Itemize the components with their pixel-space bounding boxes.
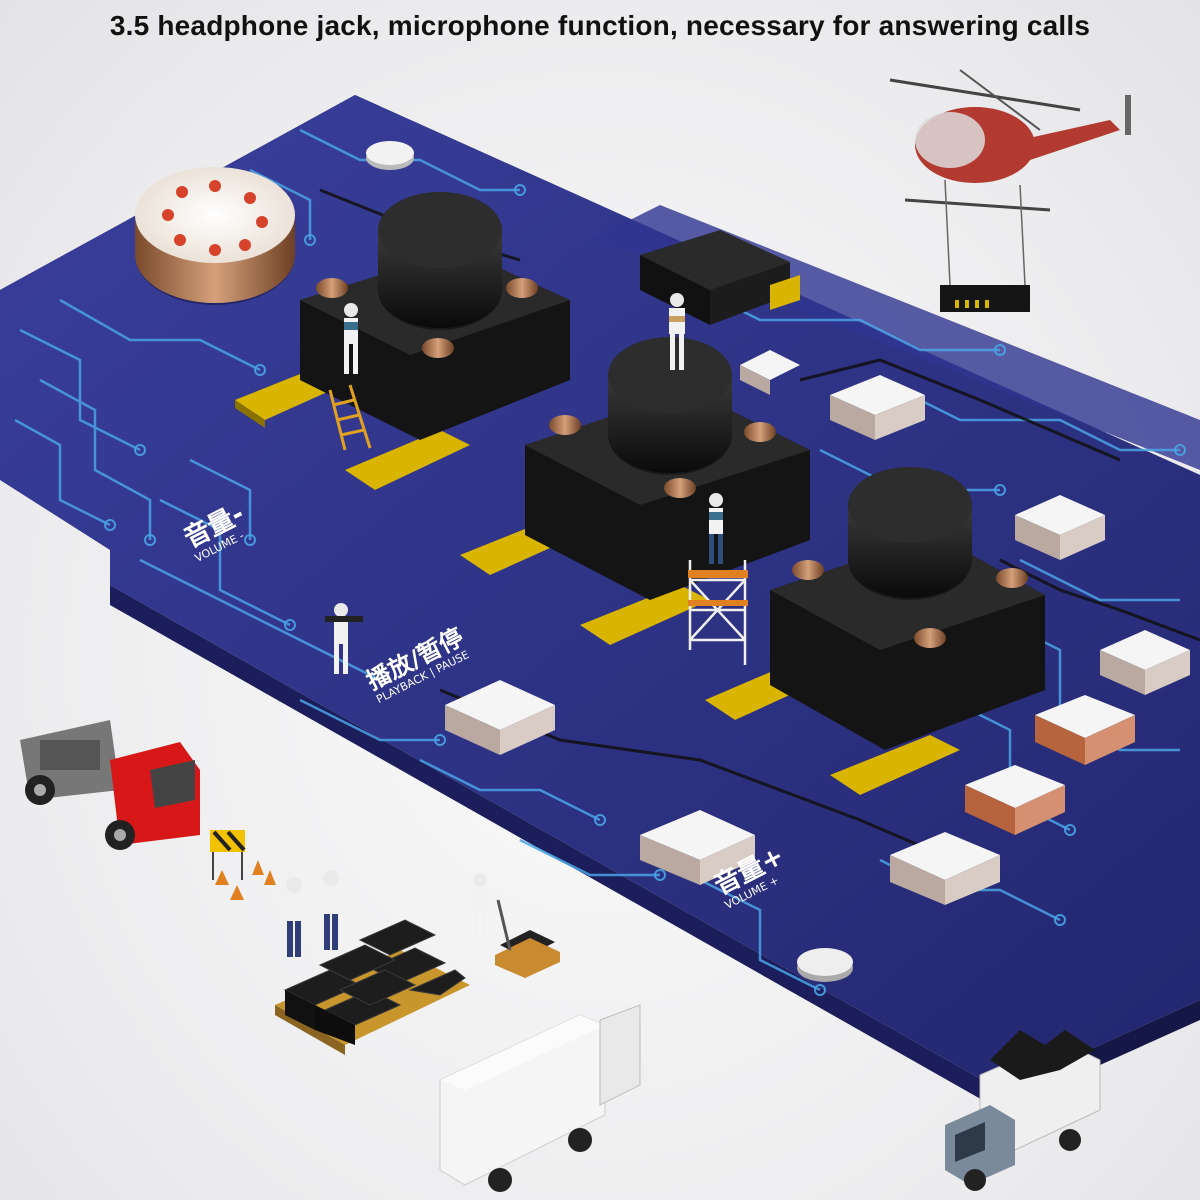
worker-icon bbox=[285, 877, 303, 957]
worker-icon bbox=[344, 303, 358, 374]
truck-icon bbox=[20, 720, 200, 850]
truck-icon bbox=[945, 1030, 1101, 1191]
headline: 3.5 headphone jack, microphone function,… bbox=[109, 10, 1091, 41]
tactile-switch-volume-plus bbox=[705, 467, 1045, 795]
helicopter-icon bbox=[889, 69, 1131, 312]
stacked-blocks bbox=[275, 919, 470, 1055]
worker-icon bbox=[472, 873, 488, 938]
white-disc-component bbox=[797, 948, 853, 982]
worker-icon bbox=[669, 293, 685, 370]
scaffold bbox=[688, 560, 748, 665]
trace-vias bbox=[104, 184, 1186, 996]
circuit-traces bbox=[14, 128, 1180, 992]
worker-icon bbox=[325, 603, 363, 674]
tactile-switch-volume-minus bbox=[235, 192, 570, 490]
ladder bbox=[328, 384, 372, 451]
truck-icon bbox=[439, 1004, 641, 1192]
white-disc-component bbox=[366, 141, 414, 170]
road-sign bbox=[210, 830, 276, 900]
worker-icon bbox=[709, 493, 723, 564]
smd-components bbox=[445, 350, 1190, 905]
tactile-switch-playback bbox=[460, 337, 810, 645]
pallet-jack bbox=[495, 899, 560, 978]
chip-component bbox=[640, 230, 800, 325]
worker-icon bbox=[322, 866, 353, 950]
microphone-icon bbox=[135, 167, 295, 305]
